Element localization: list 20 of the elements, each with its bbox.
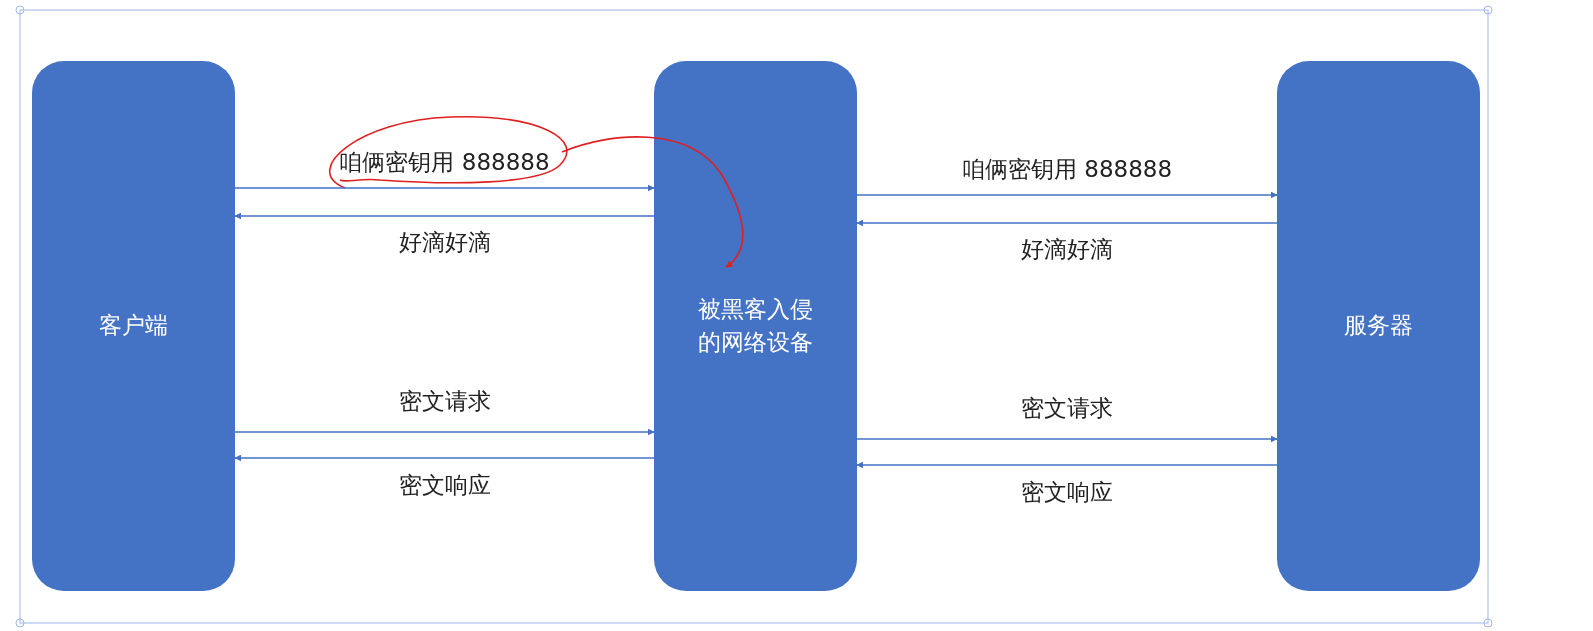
- edge-label: 密文响应: [1020, 479, 1114, 507]
- arrow: [234, 428, 655, 436]
- arrow: [856, 191, 1278, 199]
- arrow: [856, 461, 1278, 469]
- edge-label: 咱俩密钥用 888888: [960, 156, 1174, 184]
- process-box: 客户端: [32, 61, 235, 591]
- edge-label: 密文请求: [1020, 395, 1114, 423]
- edge-label: 好滴好滴: [397, 229, 492, 257]
- arrow: [856, 435, 1278, 443]
- edge-label: 咱俩密钥用 888888: [338, 149, 551, 177]
- edge-label: 密文响应: [397, 472, 492, 500]
- edge-label: 好滴好滴: [1020, 236, 1114, 264]
- edge-label: 密文请求: [397, 388, 492, 416]
- arrow: [234, 184, 655, 192]
- process-box: 服务器: [1277, 61, 1480, 591]
- arrow: [234, 212, 655, 220]
- arrow: [561, 136, 744, 268]
- arrow: [856, 219, 1278, 227]
- process-box: 被黑客入侵的网络设备: [654, 61, 857, 591]
- arrow: [234, 454, 655, 462]
